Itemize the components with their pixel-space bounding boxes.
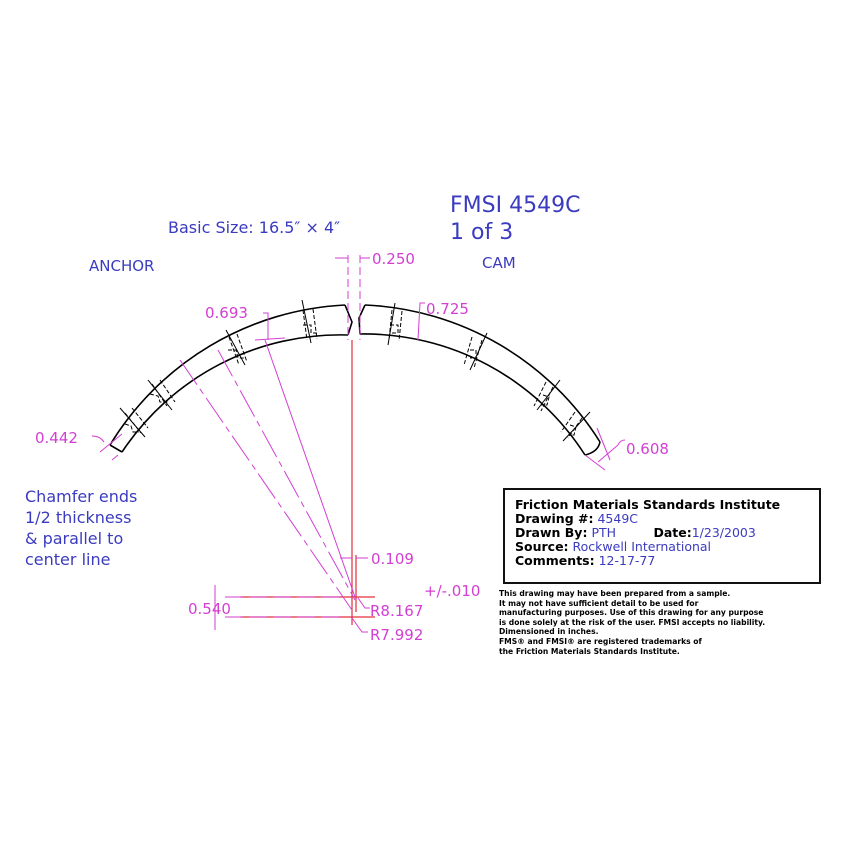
dim-outer-radius: R8.167 (370, 602, 423, 620)
svg-text:1/2 thickness: 1/2 thickness (25, 508, 131, 527)
cam-label: CAM (482, 254, 516, 272)
title-block: Friction Materials Standards Institute D… (503, 488, 821, 584)
dim-left-thickness: 0.693 (205, 304, 248, 322)
dim-width: 0.540 (188, 600, 231, 618)
svg-text:Chamfer ends: Chamfer ends (25, 487, 137, 506)
drawing-value: 4549C (597, 511, 639, 526)
center-line (240, 340, 375, 625)
part-number: FMSI 4549C (450, 193, 580, 218)
comments-value: 12-17-77 (598, 553, 656, 568)
rivet-markers (124, 308, 583, 439)
org-name: Friction Materials Standards Institute (515, 497, 781, 512)
svg-text:& parallel to: & parallel to (25, 529, 123, 548)
svg-text:center line: center line (25, 550, 110, 569)
dim-gap: 0.250 (372, 250, 415, 268)
dim-left-end: 0.442 (35, 429, 78, 447)
anchor-label: ANCHOR (89, 257, 154, 275)
source-value: Rockwell International (572, 539, 712, 554)
basic-size: Basic Size: 16.5″ × 4″ (168, 218, 340, 237)
drawn-by-label: Drawn By: (515, 525, 588, 540)
chamfer-note: Chamfer ends 1/2 thickness & parallel to… (25, 487, 137, 569)
right-lining-segment (358, 304, 601, 456)
sheet-number: 1 of 3 (450, 220, 513, 245)
drawing-label: Drawing #: (515, 511, 594, 526)
dimension-lines (91, 255, 626, 633)
rivet-ticks (119, 299, 591, 442)
dim-right-thickness: 0.725 (426, 300, 469, 318)
dim-tolerance: +/-.010 (424, 582, 480, 600)
drawn-by-value: PTH (591, 525, 617, 540)
left-lining-segment (109, 304, 353, 453)
dim-offset: 0.109 (371, 550, 414, 568)
comments-label: Comments: (515, 553, 595, 568)
date-value: 1/23/2003 (691, 525, 756, 540)
source-label: Source: (515, 539, 569, 554)
dim-inner-radius: R7.992 (370, 626, 423, 644)
disclaimer: This drawing may have been prepared from… (499, 589, 766, 656)
dim-right-end: 0.608 (626, 440, 669, 458)
date-label: Date: (653, 525, 692, 540)
